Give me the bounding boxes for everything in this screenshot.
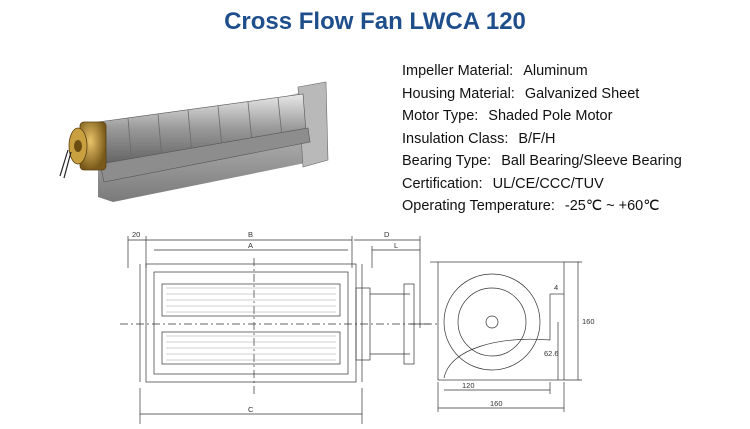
dim-label-a: A <box>248 241 253 250</box>
spec-value: Shaded Pole Motor <box>488 108 613 124</box>
spec-value: -25℃ ~ +60℃ <box>564 198 660 214</box>
spec-label: Bearing Type: <box>402 153 492 169</box>
dim-label-l: L <box>394 241 398 250</box>
spec-label: Impeller Material: <box>402 63 514 79</box>
spec-label: Motor Type: <box>402 108 479 124</box>
dim-label-160-horizontal: 160 <box>490 399 503 408</box>
spec-motor-type: Motor Type: Shaded Pole Motor <box>402 105 682 128</box>
dim-label-20: 20 <box>132 230 140 239</box>
dim-label-4: 4 <box>554 283 558 292</box>
dim-label-b: B <box>248 230 253 239</box>
spec-certification: Certification: UL/CE/CCC/TUV <box>402 173 682 196</box>
spec-insulation-class: Insulation Class: B/F/H <box>402 128 682 151</box>
spec-label: Operating Temperature: <box>402 198 555 214</box>
spec-list: Impeller Material: Aluminum Housing Mater… <box>402 60 682 218</box>
spec-value: Galvanized Sheet <box>524 85 640 102</box>
spec-value: Aluminum <box>523 63 588 79</box>
dim-label-120: 120 <box>462 381 475 390</box>
spec-value: UL/CE/CCC/TUV <box>492 175 604 192</box>
dim-label-160-vertical: 160 <box>582 317 595 326</box>
technical-drawing: 20 B A D L C 4 160 62.6 120 160 <box>120 230 595 424</box>
spec-label: Insulation Class: <box>402 130 509 147</box>
dim-label-c: C <box>248 405 254 414</box>
dim-label-d: D <box>384 230 390 239</box>
spec-label: Housing Material: <box>402 85 515 102</box>
spec-value: Ball Bearing/Sleeve Bearing <box>501 153 682 169</box>
spec-impeller-material: Impeller Material: Aluminum <box>402 60 682 83</box>
fan-photo <box>59 81 329 202</box>
spec-bearing-type: Bearing Type: Ball Bearing/Sleeve Bearing <box>402 150 682 173</box>
spec-housing-material: Housing Material: Galvanized Sheet <box>402 83 682 106</box>
spec-value: B/F/H <box>518 130 556 147</box>
spec-operating-temperature: Operating Temperature: -25℃ ~ +60℃ <box>402 195 682 218</box>
page-title: Cross Flow Fan LWCA 120 <box>224 8 526 35</box>
dim-label-62-6: 62.6 <box>544 349 559 358</box>
spec-label: Certification: <box>402 175 483 192</box>
